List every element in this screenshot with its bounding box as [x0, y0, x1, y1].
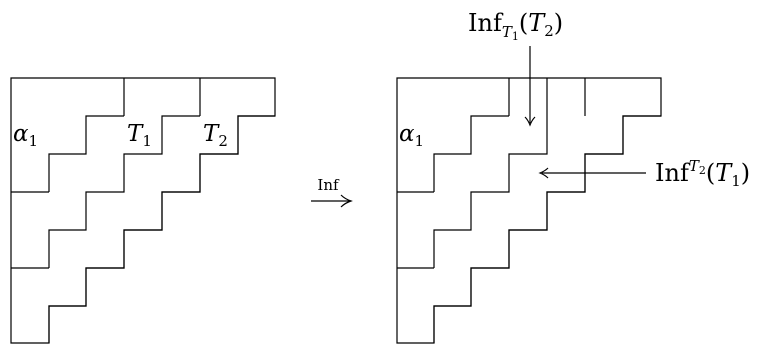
right-stair-2 [433, 78, 548, 268]
right-stair-3 [433, 115, 661, 343]
arrow-label-inf: Inf [317, 176, 340, 194]
annotation-inf-sub: InfT1(T2) [468, 9, 563, 127]
left-stair-2 [48, 115, 200, 268]
left-outline [10, 77, 276, 344]
left-label-t2: T2 [203, 121, 228, 150]
annotation-inf-sup-label: InfT2(T1) [655, 157, 750, 190]
left-staircase-diagram: α1 T1 T2 [10, 77, 276, 344]
inf-transform-arrow: Inf [311, 176, 353, 208]
left-label-alpha1: α1 [13, 121, 38, 150]
left-label-t1: T1 [127, 121, 152, 150]
left-stair-1 [48, 115, 124, 192]
right-outline [396, 77, 662, 344]
annotation-inf-sup: InfT2(T1) [538, 157, 750, 190]
right-label-alpha1: α1 [399, 121, 424, 150]
annotation-inf-sub-label: InfT1(T2) [468, 9, 563, 43]
arrow-head-icon [340, 194, 353, 208]
annotation-left-arrow-head-icon [538, 167, 549, 179]
right-staircase-diagram: α1 InfT1(T2) InfT2(T1) [396, 9, 750, 344]
right-stair-1 [433, 115, 509, 192]
annotation-down-arrow-head-icon [524, 116, 536, 127]
left-stair-3 [48, 115, 275, 343]
